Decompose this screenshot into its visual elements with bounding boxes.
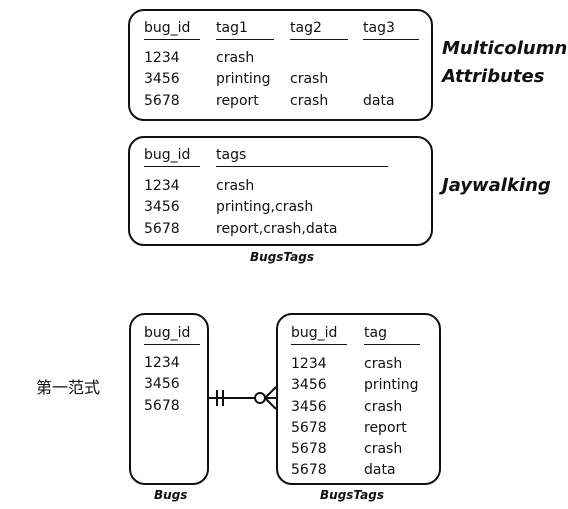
jaywalking-label: Jaywalking <box>442 175 551 196</box>
cell: data <box>364 462 396 478</box>
header-bug-id: bug_id <box>144 147 191 163</box>
cell: 1234 <box>291 356 327 372</box>
cell: 1234 <box>144 50 180 66</box>
header-underline <box>144 166 200 167</box>
bugstags-table: bug_id tag 1234 crash 3456 printing 3456… <box>276 313 441 485</box>
cell: 3456 <box>291 399 327 415</box>
cell: 5678 <box>291 441 327 457</box>
jaywalking-table: bug_id tags 1234 crash 3456 printing,cra… <box>128 136 433 246</box>
header-underline <box>144 344 200 345</box>
header-underline <box>144 39 200 40</box>
cell: crash <box>364 441 403 457</box>
cell: crash <box>290 93 329 109</box>
header-tag: tag <box>364 325 387 341</box>
multicolumn-label-line1: Multicolumn <box>442 38 568 59</box>
header-tag1: tag1 <box>216 20 248 36</box>
cell: 5678 <box>291 420 327 436</box>
cell: 1234 <box>144 178 180 194</box>
first-normal-form-label: 第一范式 <box>36 378 101 397</box>
cell: report <box>364 420 407 436</box>
cell: printing,crash <box>216 199 314 215</box>
cell: printing <box>364 377 419 393</box>
cell: 5678 <box>144 398 180 414</box>
cell: crash <box>216 178 255 194</box>
crows-foot-prong <box>264 397 277 410</box>
cell: 3456 <box>144 199 180 215</box>
jaywalking-caption: BugsTags <box>250 250 315 264</box>
cell: report <box>216 93 259 109</box>
crows-foot-prong <box>264 386 277 399</box>
bugs-table: bug_id 1234 3456 5678 <box>129 313 209 485</box>
header-tag3: tag3 <box>363 20 395 36</box>
header-underline <box>363 39 419 40</box>
header-bug-id: bug_id <box>144 20 191 36</box>
bugstags-caption: BugsTags <box>320 488 385 502</box>
header-underline <box>216 39 274 40</box>
cell: 5678 <box>144 93 180 109</box>
header-bug-id: bug_id <box>291 325 338 341</box>
cell: 5678 <box>291 462 327 478</box>
cell: data <box>363 93 395 109</box>
header-tag2: tag2 <box>290 20 322 36</box>
header-underline <box>364 344 420 345</box>
cell: 1234 <box>144 355 180 371</box>
bugs-caption: Bugs <box>154 488 188 502</box>
cell: crash <box>364 356 403 372</box>
cell: 3456 <box>144 71 180 87</box>
cell: crash <box>290 71 329 87</box>
cell: crash <box>216 50 255 66</box>
multicolumn-table: bug_id tag1 tag2 tag3 1234 crash 3456 pr… <box>128 9 433 121</box>
cell: crash <box>364 399 403 415</box>
cell: 3456 <box>291 377 327 393</box>
header-underline <box>216 166 388 167</box>
header-underline <box>290 39 348 40</box>
cell: 5678 <box>144 221 180 237</box>
cell: printing <box>216 71 271 87</box>
cell: report,crash,data <box>216 221 338 237</box>
header-underline <box>291 344 347 345</box>
header-bug-id: bug_id <box>144 325 191 341</box>
cell: 3456 <box>144 376 180 392</box>
optional-circle-mark <box>254 392 266 404</box>
header-tags: tags <box>216 147 247 163</box>
multicolumn-label-line2: Attributes <box>442 66 545 87</box>
